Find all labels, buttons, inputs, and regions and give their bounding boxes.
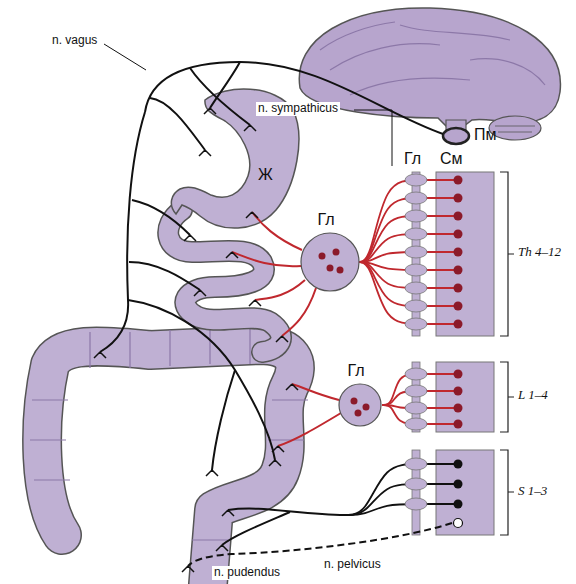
leader-line — [104, 44, 146, 70]
spinal-neurons — [454, 176, 463, 528]
colon — [42, 345, 295, 584]
bracket — [500, 450, 514, 535]
ganglion-shape — [300, 232, 360, 292]
sympathetic-chain — [405, 172, 427, 535]
cerebellum — [489, 116, 541, 140]
part-label: Th 4–12 — [518, 245, 561, 260]
part-label: n. pelvicus — [322, 558, 383, 572]
ganglion-shape — [338, 383, 382, 427]
part-label: Пм — [474, 126, 497, 144]
bracket — [500, 362, 514, 432]
leader-line — [354, 110, 392, 166]
ganglion: Гл — [338, 383, 382, 427]
part-label: См — [440, 150, 463, 168]
spinal-cord-lumbar — [436, 362, 494, 432]
part-label: Гл — [404, 150, 421, 168]
colon-outline — [42, 345, 295, 584]
part-label: S 1–3 — [518, 484, 547, 499]
cerebellum-folds — [495, 126, 535, 132]
part-label: n. sympathicus — [256, 102, 340, 116]
preganglionic-fibres — [345, 180, 458, 515]
nerve-endings — [94, 108, 298, 572]
medulla-nucleus — [443, 128, 469, 144]
part-label: Ж — [258, 166, 273, 184]
ganglion: Гл — [300, 232, 360, 292]
bracket — [500, 172, 514, 336]
part-label: L 1–4 — [518, 388, 548, 403]
ganglion-label: Гл — [347, 362, 364, 380]
part-label: n. pudendus — [212, 566, 282, 580]
spinal-cord-thoracic — [436, 172, 494, 336]
ganglion-label: Гл — [317, 211, 334, 229]
part-label: n. vagus — [52, 34, 97, 48]
spinal-cord-sacral — [436, 450, 494, 535]
pelvic-nerve — [222, 509, 345, 545]
brain-folds — [320, 22, 545, 95]
pudendal-nerve — [188, 523, 452, 566]
